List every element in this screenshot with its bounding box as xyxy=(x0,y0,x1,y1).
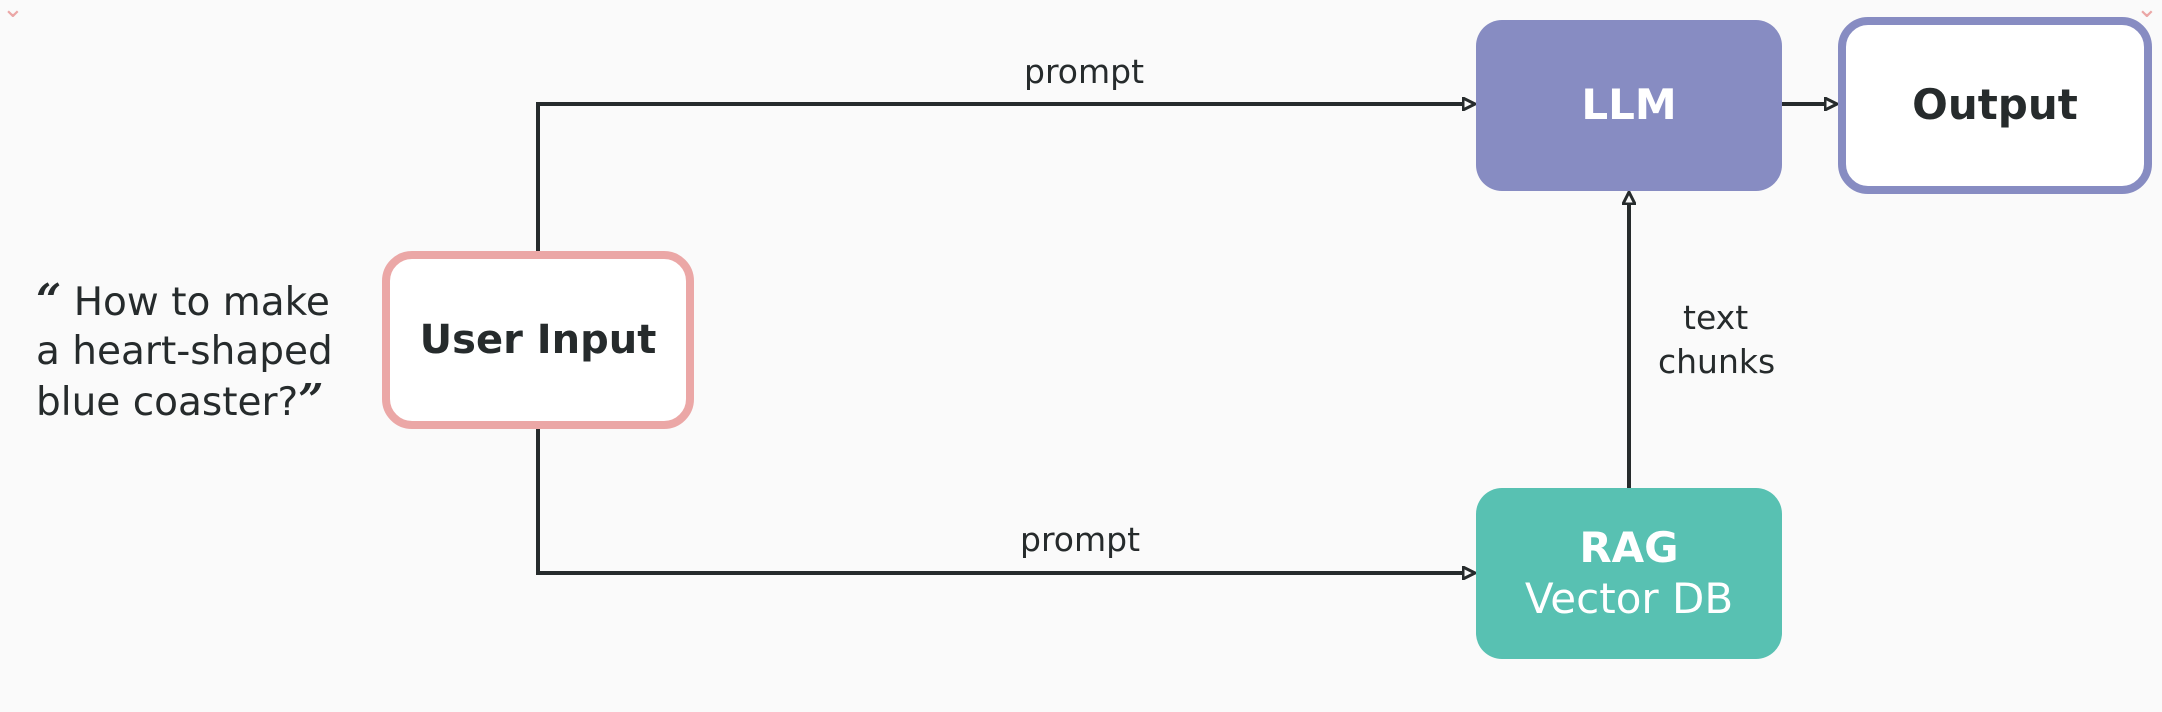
llm-label: LLM xyxy=(1581,80,1677,130)
example-query-text: How to make a heart-shaped blue coaster? xyxy=(36,280,333,425)
connector-user-to-rag xyxy=(536,429,1474,573)
rag-node: RAG Vector DB xyxy=(1476,488,1782,659)
open-quote-mark: “ xyxy=(36,275,62,326)
edge-label-prompt-llm: prompt xyxy=(1024,52,1145,91)
edge-label-prompt-rag: prompt xyxy=(1020,520,1141,559)
rag-label: RAG xyxy=(1579,523,1679,573)
user-input-label: User Input xyxy=(419,317,657,363)
close-quote-mark: ” xyxy=(298,375,324,426)
llm-node: LLM xyxy=(1476,20,1782,191)
output-label: Output xyxy=(1912,80,2078,130)
corner-mark-right: ⌄ xyxy=(2136,0,2158,24)
vector-db-label: Vector DB xyxy=(1524,573,1734,623)
edge-label-chunks: chunks xyxy=(1658,342,1776,381)
connector-user-to-llm xyxy=(536,104,1474,251)
user-input-node: User Input xyxy=(382,251,694,429)
corner-mark-left: ⌄ xyxy=(2,0,24,24)
example-query: “ How to make a heart-shaped blue coaste… xyxy=(36,276,336,427)
output-node: Output xyxy=(1838,17,2152,194)
edge-label-text: text xyxy=(1683,298,1749,337)
